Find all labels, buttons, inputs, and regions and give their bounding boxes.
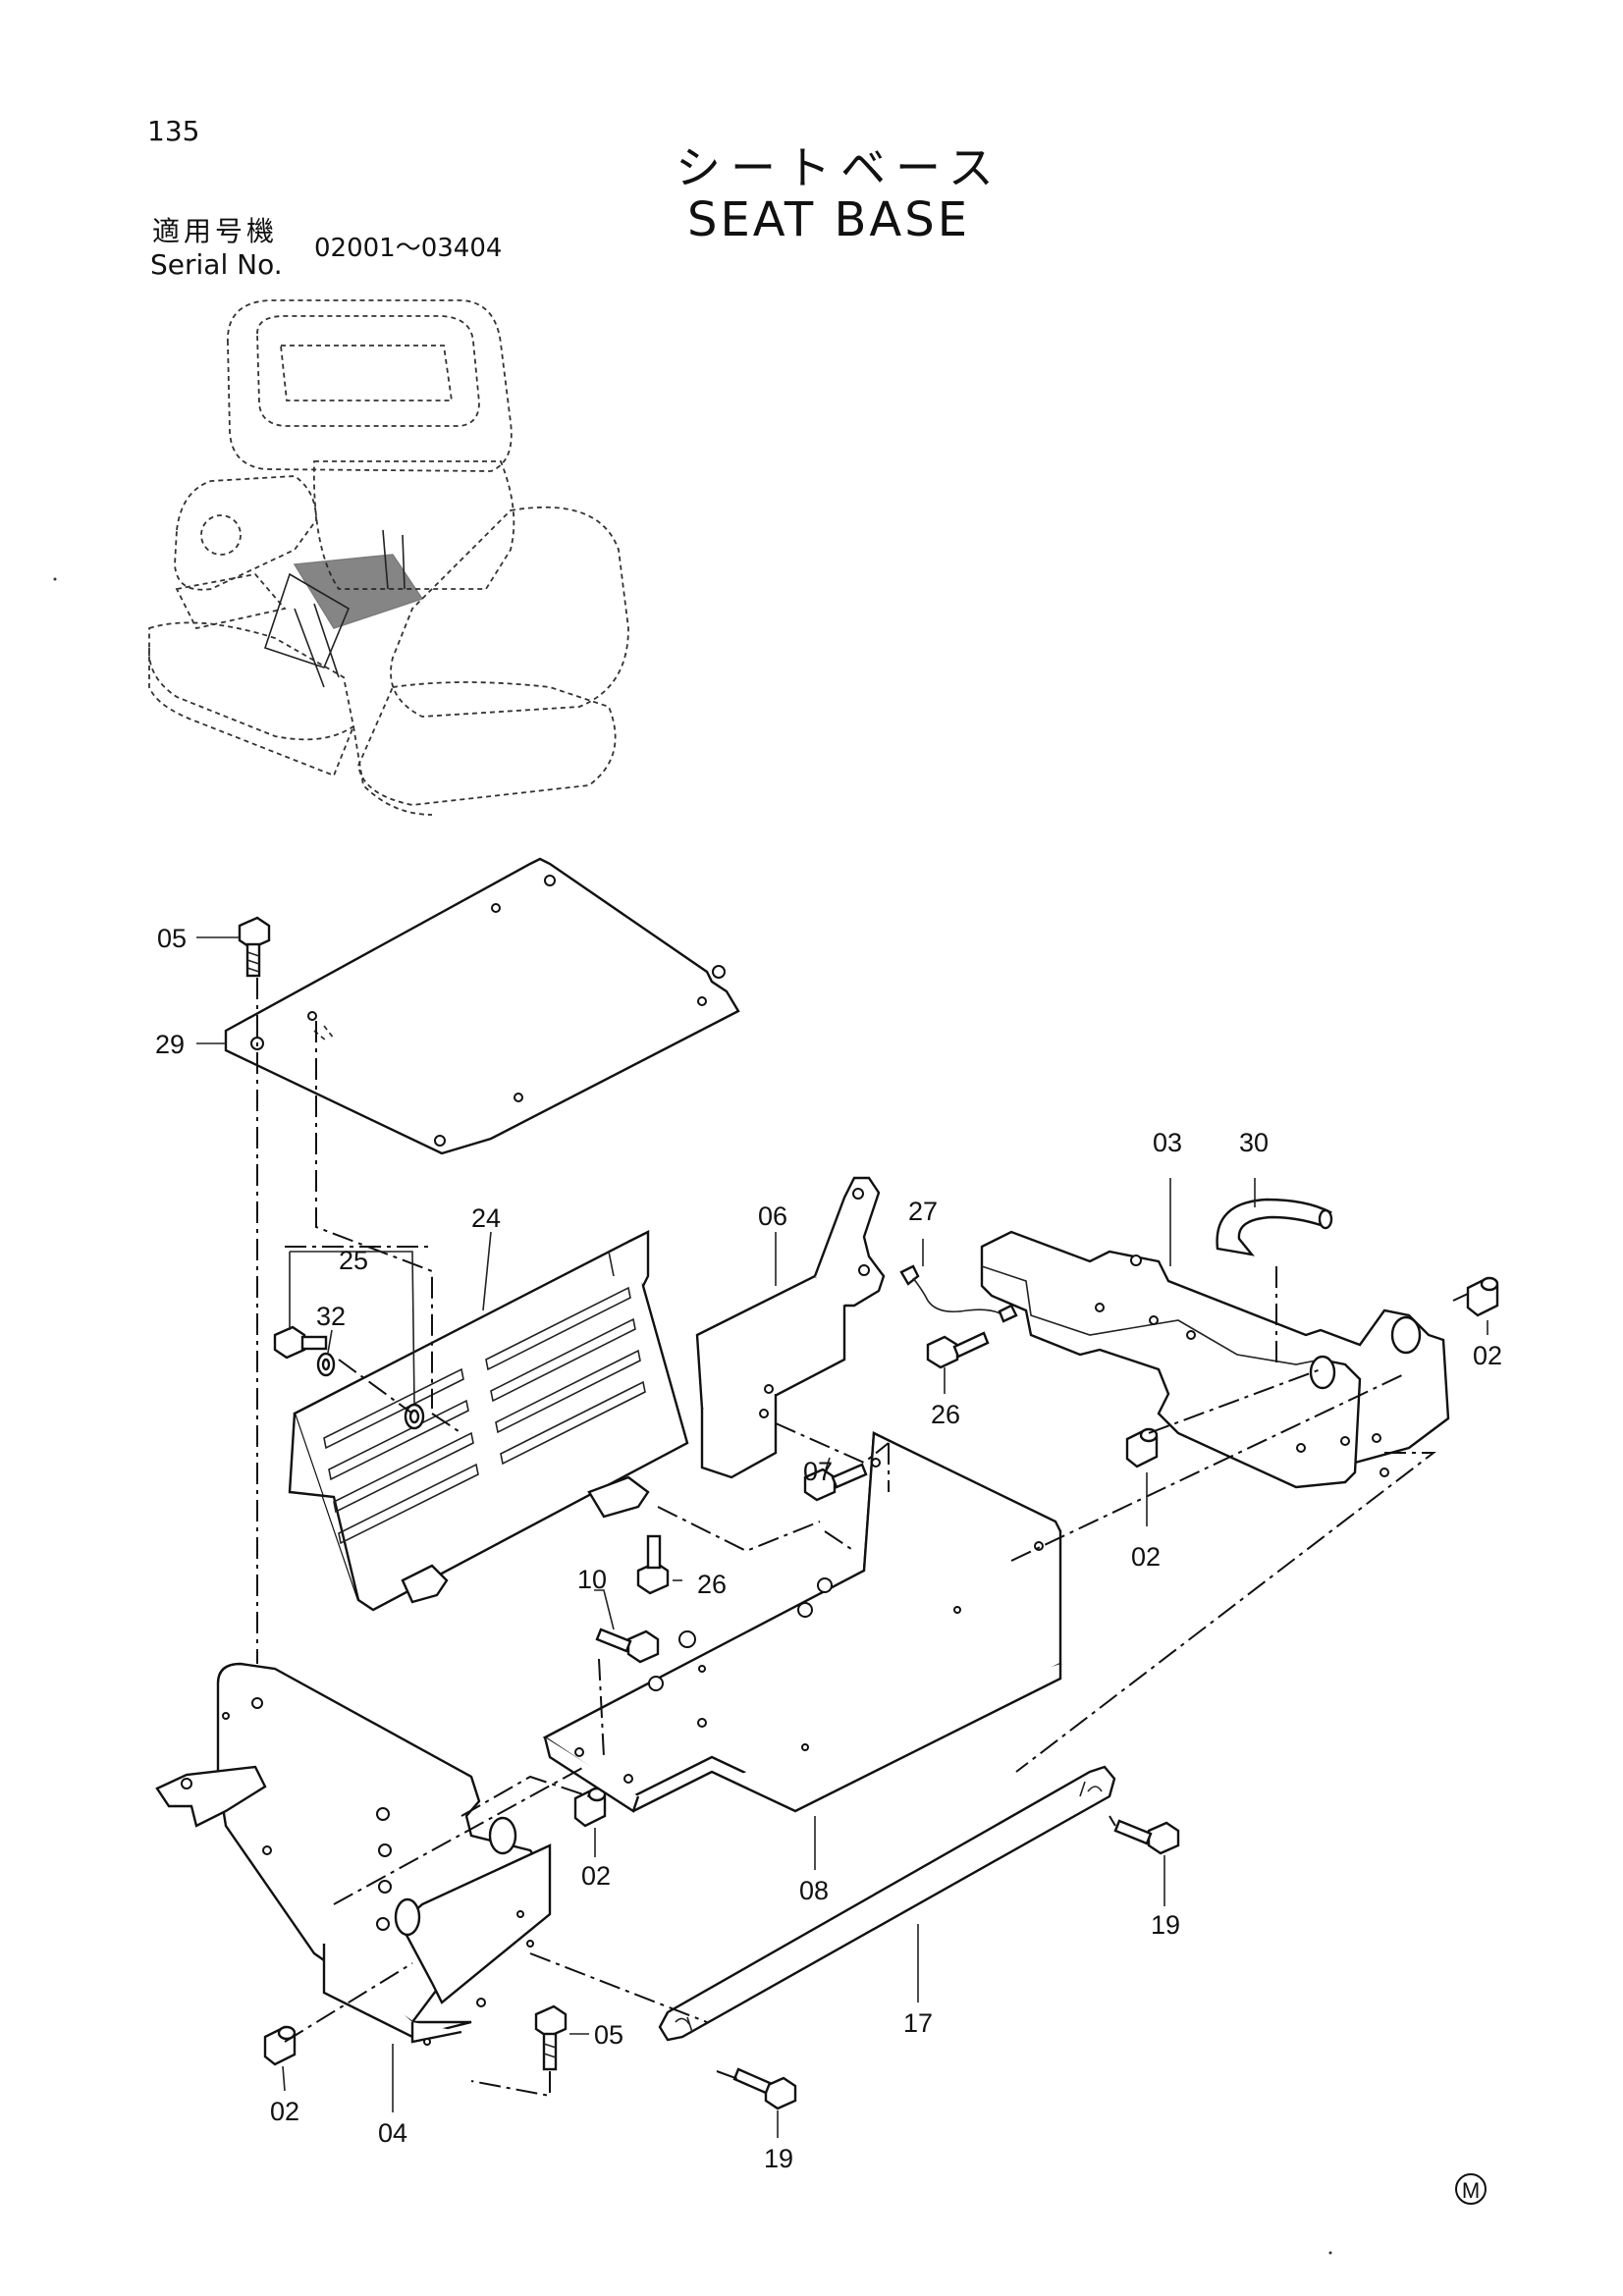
callout-02-lower-right: 02	[1131, 1542, 1161, 1572]
part-05-bolt-lower	[534, 2004, 568, 2071]
part-02-bushing-upper-right	[1466, 1276, 1499, 1317]
part-08-tray	[542, 1431, 1062, 1813]
callout-26-lower: 26	[697, 1570, 727, 1599]
part-10-bolt	[595, 1628, 660, 1664]
serial-label-japanese: 適用号機	[152, 215, 279, 247]
callout-25: 25	[339, 1246, 368, 1275]
callout-29: 29	[155, 1030, 185, 1059]
part-24-louver-panel	[288, 1230, 689, 1612]
leader-lines	[196, 936, 1488, 2138]
part-26-bolt-upper	[926, 1331, 990, 1369]
part-03-mount-bracket	[980, 1230, 1450, 1489]
part-02-bushing-lower-left	[263, 2025, 297, 2066]
callout-06: 06	[758, 1201, 787, 1231]
part-17-strap	[658, 1765, 1116, 2042]
callout-02-lower-left: 02	[270, 2097, 299, 2126]
part-27-wire	[899, 1264, 1018, 1323]
page-title: SEAT BASE	[687, 192, 971, 247]
page-title-japanese: シートベース	[676, 141, 1003, 194]
callout-19-upper: 19	[1151, 1910, 1180, 1940]
part-02-bushing-lower-right	[1125, 1427, 1159, 1468]
part-26-bolt-lower	[636, 1534, 670, 1595]
assembly-center-lines	[256, 978, 1469, 2098]
callout-19-lower: 19	[764, 2144, 793, 2173]
callout-03: 03	[1153, 1128, 1182, 1157]
part-32-washer	[316, 1352, 336, 1377]
part-30-clip	[1216, 1198, 1333, 1256]
callout-08: 08	[799, 1876, 829, 1905]
callout-labels: 05 29 24 25 32 06 27 26 03 30 02 02 07 2…	[155, 924, 1502, 2173]
callout-02-center: 02	[581, 1861, 611, 1891]
part-19-bolt-lower	[732, 2067, 797, 2110]
callout-10: 10	[577, 1565, 607, 1594]
callout-30: 30	[1239, 1128, 1269, 1157]
part-05-bolt-top	[238, 916, 271, 978]
callout-07: 07	[803, 1457, 833, 1486]
part-29-cover-plate	[224, 857, 740, 1155]
part-25-nut	[404, 1403, 425, 1430]
callout-32: 32	[316, 1302, 346, 1331]
machine-location-sketch	[148, 299, 629, 816]
callout-05-top: 05	[157, 924, 187, 953]
maker-mark-letter: M	[1462, 2178, 1480, 2203]
callout-27: 27	[908, 1197, 938, 1226]
callout-24: 24	[471, 1203, 501, 1233]
maker-mark: M	[1455, 2173, 1487, 2205]
scan-speck	[1328, 2251, 1332, 2255]
part-04-lower-frame	[155, 1662, 552, 2046]
serial-range: 02001～03404	[314, 234, 503, 263]
serial-label: Serial No.	[150, 248, 283, 281]
callout-02-upper-right: 02	[1473, 1341, 1502, 1370]
part-07-bolt	[803, 1463, 868, 1502]
page-number: 135	[147, 115, 200, 147]
scan-speck	[53, 577, 57, 581]
callout-17: 17	[903, 2008, 933, 2038]
callout-26-upper: 26	[931, 1400, 960, 1429]
callout-05-lower: 05	[594, 2020, 623, 2050]
part-25-bolt	[273, 1325, 328, 1360]
part-19-bolt-upper	[1113, 1819, 1180, 1855]
callout-04: 04	[378, 2118, 407, 2148]
part-06-bracket	[695, 1176, 886, 1479]
